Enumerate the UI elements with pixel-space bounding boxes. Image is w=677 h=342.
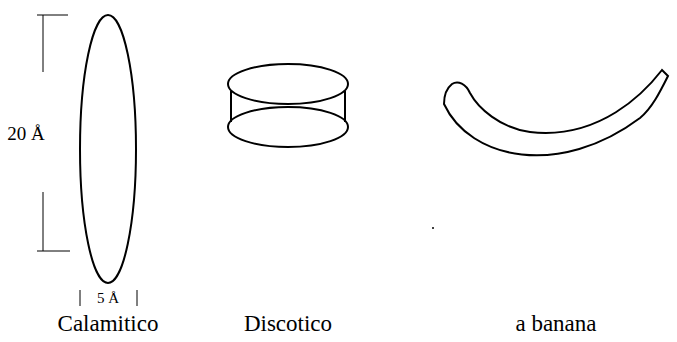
disc-top bbox=[228, 64, 348, 104]
rod-ellipse bbox=[80, 15, 136, 283]
dimension-label: 5 Å bbox=[97, 291, 119, 306]
dimension-line bbox=[43, 192, 44, 251]
dimension-tick bbox=[80, 290, 81, 306]
dimension-tick bbox=[37, 15, 68, 16]
disc-bottom bbox=[228, 107, 348, 147]
dimension-tick bbox=[137, 290, 138, 306]
caption-label: Discotico bbox=[244, 312, 332, 335]
caption-label: Calamitico bbox=[58, 312, 159, 335]
dimension-label: 20 Å bbox=[7, 124, 44, 143]
disc-side bbox=[344, 91, 346, 122]
caption-label: a banana bbox=[515, 312, 596, 335]
disc-side bbox=[230, 91, 232, 122]
stray-dot bbox=[432, 227, 434, 229]
dimension-tick bbox=[37, 251, 70, 252]
banana-shape bbox=[444, 70, 668, 155]
dimension-line bbox=[43, 15, 44, 72]
